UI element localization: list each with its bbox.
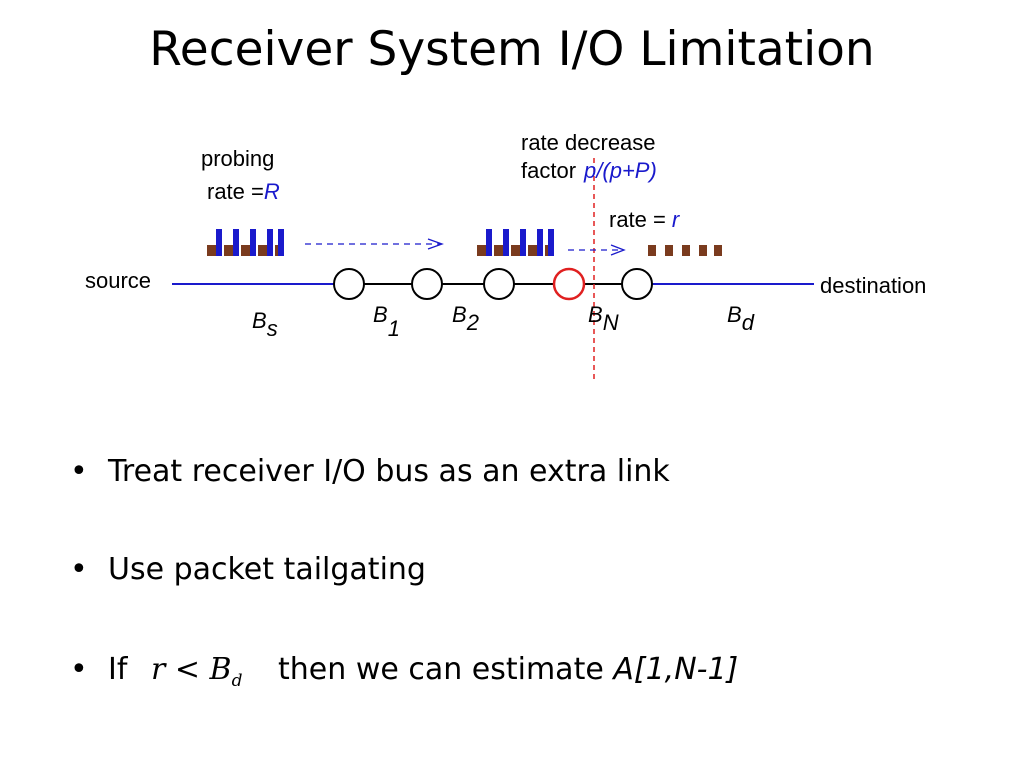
bullet-middle: then we can estimate	[278, 652, 604, 687]
link-label-d: Bd	[727, 302, 755, 335]
reduced-rate-packet-train	[648, 245, 722, 256]
probing-rate-var: R	[264, 179, 280, 204]
destination-label: destination	[820, 273, 926, 298]
flow-arrow-1	[305, 238, 444, 250]
bullet-dot: •	[70, 652, 88, 687]
bullet-dot: •	[70, 454, 88, 489]
router-3	[483, 268, 515, 300]
math-operator: <	[174, 652, 200, 687]
source-label: source	[85, 268, 151, 293]
router-4	[621, 268, 653, 300]
rate-decrease-factor-label: factor p/(p+P)	[521, 158, 657, 183]
output-rate-label: rate =r	[609, 207, 681, 232]
link-label-s: Bs	[252, 308, 278, 341]
factor-text: factor	[521, 158, 576, 183]
mid-path-packet-train	[477, 229, 554, 256]
link-label-1: B1	[373, 302, 400, 341]
bullet-item-2: • Use packet tailgating	[70, 550, 426, 590]
link-label-2: B2	[452, 302, 479, 335]
bullet-item-1: • Treat receiver I/O bus as an extra link	[70, 452, 670, 492]
flow-arrow-2	[568, 244, 626, 256]
link-capacity-labels: Bs B1 B2 BN Bd	[252, 302, 755, 341]
router-bottleneck	[552, 267, 586, 301]
link-label-n: BN	[588, 302, 619, 335]
output-rate-text: rate =	[609, 207, 666, 232]
inequality-formula: r < Bd	[150, 652, 252, 691]
bullet-tail: A[1,N-1]	[613, 652, 739, 687]
math-var: r	[150, 652, 166, 687]
bullet-dot: •	[70, 552, 88, 587]
output-rate-var: r	[672, 207, 681, 232]
factor-formula: p/(p+P)	[583, 158, 657, 183]
probing-label: probing	[201, 146, 274, 171]
rate-decrease-label: rate decrease	[521, 130, 656, 155]
math-base: B	[209, 652, 232, 687]
router-2	[411, 268, 443, 300]
bullet-text: Use packet tailgating	[108, 552, 426, 587]
probing-packet-train	[207, 229, 284, 256]
probing-rate-text: rate =	[207, 179, 264, 204]
probing-rate-label: rate =R	[207, 179, 280, 204]
slide-title: Receiver System I/O Limitation	[149, 22, 875, 77]
math-sub: d	[231, 671, 243, 691]
bullet-prefix: If	[108, 652, 128, 687]
router-1	[333, 268, 365, 300]
bullet-item-3: • If r < Bd then we can estimate A[1,N-1]	[70, 650, 738, 701]
bullet-text: Treat receiver I/O bus as an extra link	[108, 454, 670, 489]
network-path-diagram: source destination probing rate =R rate …	[85, 130, 926, 382]
